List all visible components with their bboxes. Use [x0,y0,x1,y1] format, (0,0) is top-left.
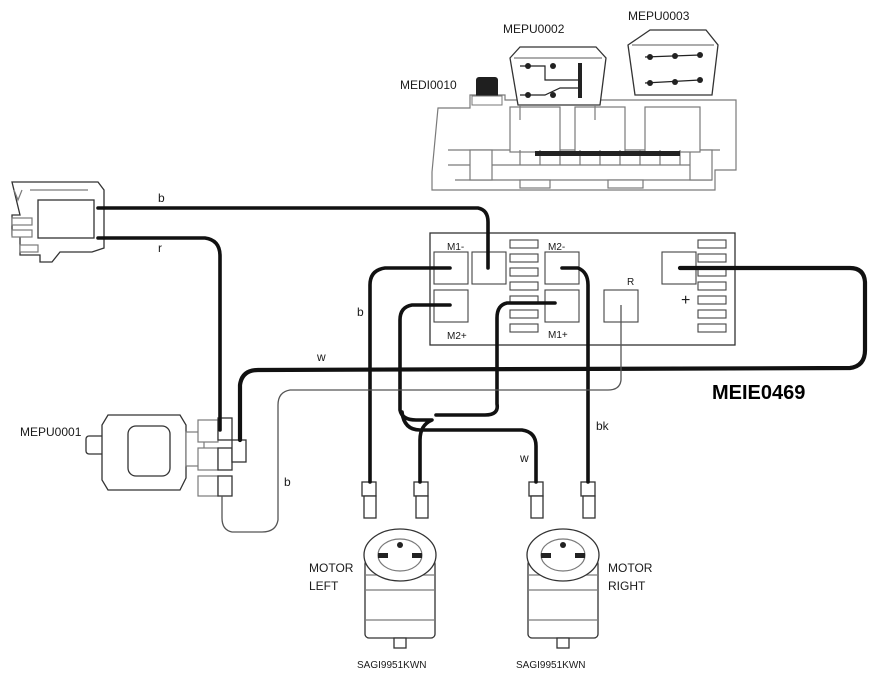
wire-w-main [237,265,868,443]
terminal-m1-plus: M1+ [548,330,568,341]
wire-label-b-top: b [158,191,165,205]
wire-bk [560,266,590,484]
motor-left-label-line1: MOTOR [309,561,354,575]
label-medi0010: MEDI0010 [400,78,457,92]
label-mepu0001: MEPU0001 [20,425,82,439]
terminal-1 [361,481,377,519]
motor-right-label-line2: RIGHT [608,579,646,593]
wires [96,206,868,533]
wire-label-bk: bk [596,419,610,433]
terminal-m1-minus: M1- [447,242,464,253]
wire-label-r-mid: r [495,402,499,416]
motor-left-label-line2: LEFT [309,579,339,593]
mepu0002-switch [509,46,607,120]
terminal-m2-minus: M2- [548,242,565,253]
mepu0001-switch [85,414,247,497]
wire-b-top [96,206,490,270]
left-connector [11,181,105,263]
wire-label-w-main: w [316,350,326,364]
wire-r-m1plus [434,301,557,417]
terminal-plus: + [681,292,690,309]
meie0469-module [429,232,736,346]
motor-left [363,528,437,649]
terminal-4 [580,481,596,519]
wire-label-b-bottom: b [284,475,291,489]
wire-label-b-left: b [357,305,364,319]
module-slot-column-left [509,239,539,333]
terminal-r: R [627,277,634,288]
terminal-2 [413,481,429,519]
label-mepu0003: MEPU0003 [628,9,690,23]
wire-label-w-lower: w [519,451,529,465]
mepu0003-switch [627,29,719,96]
medi-knob-icon [476,77,498,101]
wire-b-left [368,266,452,484]
motor-right [526,528,600,649]
motor-right-label-line1: MOTOR [608,561,653,575]
wire-r-top [96,236,222,432]
wire-b-bottom [221,305,622,533]
module-slot-column-right [697,239,727,333]
motor-terminals [361,481,596,519]
motor-right-part: SAGI9951KWN [516,660,585,671]
wire-label-r-top: r [158,241,162,255]
label-mepu0002: MEPU0002 [503,22,565,36]
terminal-3 [528,481,544,519]
terminal-m2-plus: M2+ [447,331,467,342]
label-meie0469: MEIE0469 [712,382,805,404]
switch-housing [431,77,737,191]
motor-left-part: SAGI9951KWN [357,660,426,671]
wire-w-lower [400,410,538,484]
